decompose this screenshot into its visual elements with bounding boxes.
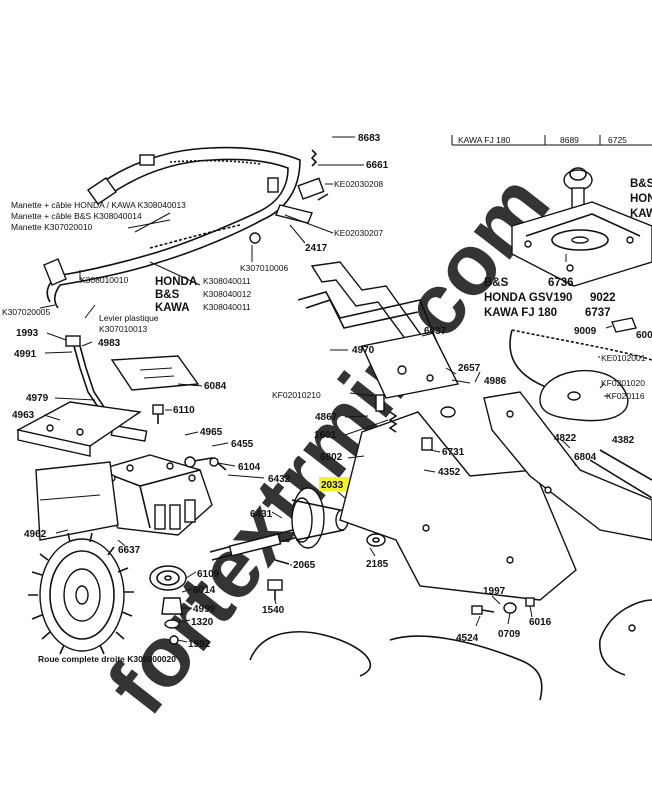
label-4867: 4867: [315, 412, 338, 423]
label-6455: 6455: [231, 439, 254, 450]
label-6110: 6110: [173, 405, 195, 416]
label-6016: 6016: [529, 617, 552, 628]
label-4983: 4983: [98, 338, 121, 349]
control-linkage: [16, 335, 200, 457]
label-6637: 6637: [118, 545, 141, 556]
label-1993: 1993: [16, 328, 39, 339]
label-4986: 4986: [484, 376, 507, 387]
label-6661: 6661: [366, 160, 389, 171]
label-600: 600: [636, 330, 652, 341]
label-bs-code: K308040012: [203, 289, 251, 299]
label-top-right-cut-2: 8689: [560, 135, 579, 145]
label-kawa-engine: KAWA FJ 180: [484, 307, 557, 319]
label-6431: 6431: [250, 509, 273, 520]
label-6432: 6432: [268, 474, 291, 485]
label-top-right-cut-3: 6725: [608, 135, 627, 145]
pulley-parts: [149, 565, 187, 645]
label-honda-code: K308040011: [203, 276, 251, 286]
leader-lines-right: [561, 254, 613, 467]
gearbox: [35, 454, 227, 541]
label-2185: 2185: [366, 559, 389, 570]
label-manette: Manette K307020010: [11, 222, 93, 232]
label-1601: 1601: [314, 430, 337, 441]
label-k307020005: K307020005: [2, 307, 50, 317]
label-honda-engine-code: 9022: [590, 292, 616, 304]
label-bs-engine-code: 6736: [548, 277, 574, 289]
label-4999: 4999: [193, 604, 216, 615]
engine-mount: [483, 167, 652, 541]
label-hon-right: HON: [630, 193, 652, 205]
label-4524: 4524: [456, 633, 479, 644]
label-bs-right: B&S: [630, 178, 652, 190]
chassis-frame: [297, 261, 577, 601]
label-2065: 2065: [293, 560, 316, 571]
label-1540: 1540: [262, 605, 285, 616]
label-4822: 4822: [554, 433, 577, 444]
label-4963: 4963: [12, 410, 35, 421]
label-k307010006: K307010006: [240, 263, 288, 273]
small-bolts: [471, 595, 535, 627]
label-kf02010210: KF02010210: [272, 390, 321, 400]
label-6109: 6109: [197, 569, 220, 580]
label-4979: 4979: [26, 393, 49, 404]
label-kawa-code: K308040011: [203, 302, 251, 312]
label-manette-honda: Manette + câble HONDA / KAWA K308040013: [11, 200, 186, 210]
label-2033: 2033: [321, 480, 344, 491]
label-2657: 2657: [458, 363, 481, 374]
label-0709: 0709: [498, 629, 521, 640]
label-manette-bs: Manette + câble B&S K308040014: [11, 211, 142, 221]
label-6037: 6037: [424, 326, 447, 337]
label-ke02030207: KE02030207: [334, 228, 383, 238]
label-4382: 4382: [612, 435, 635, 446]
label-1997: 1997: [483, 586, 506, 597]
label-4962: 4962: [24, 529, 47, 540]
leader-lines-frame: [330, 332, 481, 473]
watermark: fortextrmin.com: [89, 157, 568, 732]
label-top-left-cut: 8683: [358, 133, 381, 144]
label-kf020116: KF020116: [606, 391, 645, 401]
label-honda-engine: HONDA GSV190: [484, 292, 572, 304]
label-9009: 9009: [574, 326, 597, 337]
label-6802: 6802: [320, 452, 343, 463]
bottom-partial-parts: [249, 599, 652, 701]
label-4352: 4352: [438, 467, 461, 478]
label-4991: 4991: [14, 349, 37, 360]
label-top-right-cut-1: KAWA FJ 180: [458, 135, 511, 145]
label-roue: Roue complete droite K309000020: [38, 654, 176, 664]
label-ke0102001: KE0102001: [601, 353, 646, 363]
label-6104: 6104: [238, 462, 261, 473]
handlebar-assembly: [43, 146, 329, 309]
top-right-table-fragment: KAWA FJ 180 8689 6725 8683: [332, 133, 652, 146]
label-6014: 6014: [193, 585, 216, 596]
label-bs-engine: B&S: [484, 277, 509, 289]
label-bs: B&S: [155, 289, 180, 301]
watermark-text: fortextrmin.com: [89, 157, 568, 732]
label-1320: 1320: [191, 617, 214, 628]
label-kaw-right: KAW: [630, 208, 652, 220]
label-honda: HONDA: [155, 276, 197, 288]
label-6084: 6084: [204, 381, 227, 392]
label-2417: 2417: [305, 243, 328, 254]
label-4965: 4965: [200, 427, 223, 438]
label-levier: Levier plastique: [99, 313, 159, 323]
label-k308010010: K308010010: [80, 275, 128, 285]
wheel: [28, 532, 134, 655]
label-1992: 1992: [188, 639, 211, 650]
label-levier-code: K307010013: [99, 324, 147, 334]
label-kawa-engine-code: 6737: [585, 307, 611, 319]
label-kawa: KAWA: [155, 302, 190, 314]
leader-lines-left-mid: [43, 332, 203, 436]
label-4970: 4970: [352, 345, 375, 356]
label-ke02030208: KE02030208: [334, 179, 383, 189]
label-6731: 6731: [442, 447, 465, 458]
label-6804: 6804: [574, 452, 597, 463]
leader-lines-pulley: [177, 571, 197, 643]
label-kf0201020: KF0201020: [601, 378, 645, 388]
highlight-2033: [319, 477, 355, 491]
leader-lines-top: [39, 164, 364, 319]
leader-lines-axle: [271, 511, 376, 605]
leader-lines-gearbox: [55, 442, 265, 547]
